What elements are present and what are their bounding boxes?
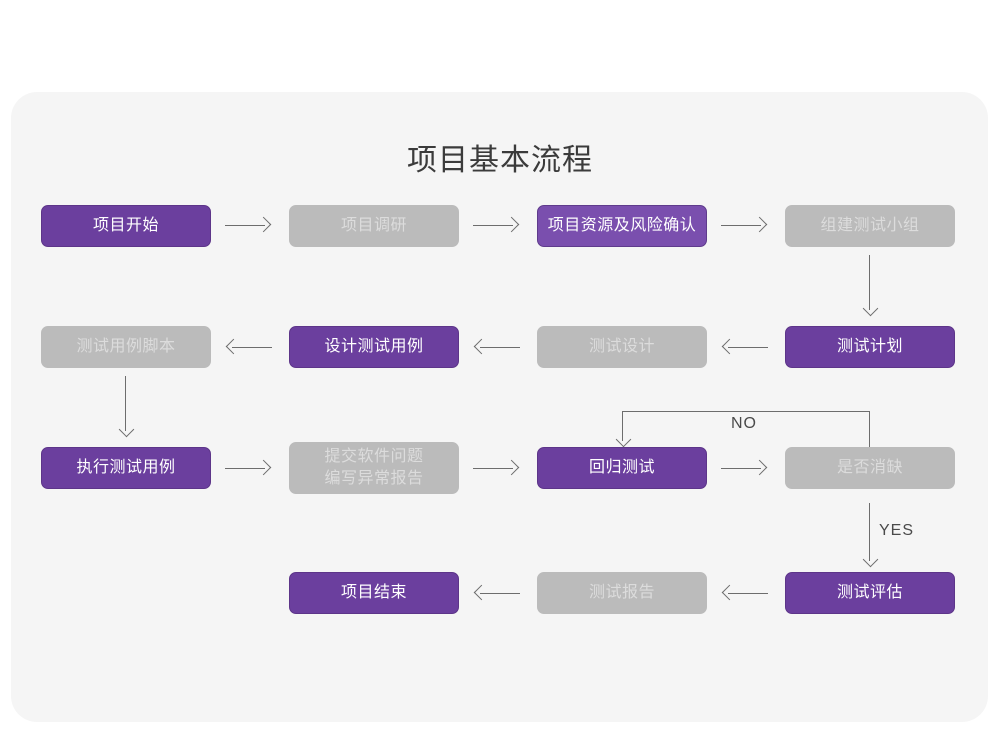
edge-label-yes: YES: [879, 522, 915, 539]
node-execute-test-case[interactable]: 执行测试用例: [41, 447, 211, 489]
connector-line: [728, 347, 768, 348]
node-project-research[interactable]: 项目调研: [289, 205, 459, 247]
node-resource-risk-confirm[interactable]: 项目资源及风险确认: [537, 205, 707, 247]
node-test-report[interactable]: 测试报告: [537, 572, 707, 614]
connector-line: [728, 593, 768, 594]
flowchart-card: [11, 92, 988, 722]
node-design-test-case[interactable]: 设计测试用例: [289, 326, 459, 368]
edge-label-no: NO: [731, 415, 757, 432]
connector-line: [125, 376, 126, 431]
node-test-evaluation[interactable]: 测试评估: [785, 572, 955, 614]
page-title: 项目基本流程: [407, 144, 593, 177]
node-label-line2: 编写异常报告: [324, 470, 424, 487]
connector-line: [869, 255, 870, 310]
connector-line: [232, 347, 272, 348]
connector-line: [480, 593, 520, 594]
node-build-test-team[interactable]: 组建测试小组: [785, 205, 955, 247]
connector-line: [473, 225, 513, 226]
node-test-design[interactable]: 测试设计: [537, 326, 707, 368]
connector-line: [473, 468, 513, 469]
node-test-plan[interactable]: 测试计划: [785, 326, 955, 368]
connector-line: [869, 503, 870, 561]
node-label-line1: 提交软件问题: [324, 448, 424, 466]
node-defect-cleared[interactable]: 是否消缺: [785, 447, 955, 489]
connector-line: [869, 411, 870, 447]
connector-line: [721, 468, 761, 469]
node-project-end[interactable]: 项目结束: [289, 572, 459, 614]
node-regression-test[interactable]: 回归测试: [537, 447, 707, 489]
connector-line: [225, 468, 265, 469]
connector-line: [480, 347, 520, 348]
connector-line: [622, 411, 623, 441]
node-test-case-script[interactable]: 测试用例脚本: [41, 326, 211, 368]
connector-line: [622, 411, 870, 412]
node-submit-issue-report[interactable]: 提交软件问题 编写异常报告: [289, 442, 459, 494]
node-project-start[interactable]: 项目开始: [41, 205, 211, 247]
connector-line: [225, 225, 265, 226]
connector-line: [721, 225, 761, 226]
